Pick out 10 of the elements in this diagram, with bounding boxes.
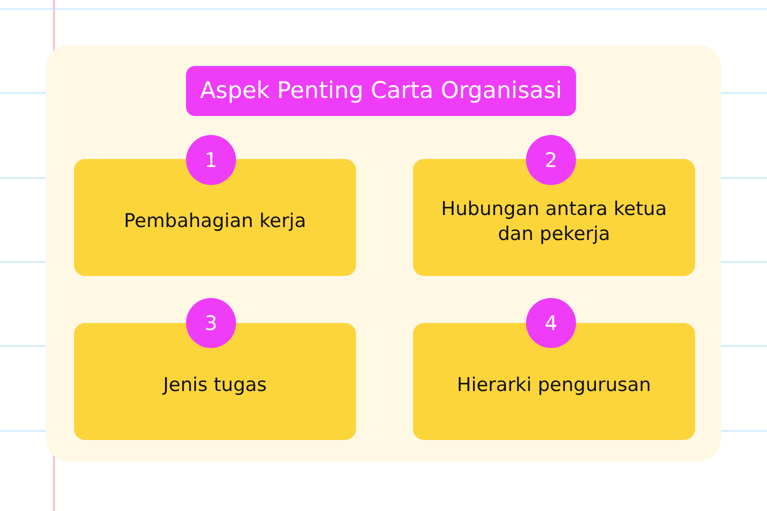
aspect-label: Hubungan antara ketua dan pekerja — [440, 196, 668, 246]
aspect-label: Hierarki pengurusan — [456, 373, 652, 398]
content-panel — [46, 45, 721, 461]
number-badge: 1 — [186, 135, 236, 185]
aspect-label: Pembahagian kerja — [124, 209, 306, 234]
number-badge: 3 — [186, 298, 236, 348]
number-badge: 4 — [526, 298, 576, 348]
aspect-label: Jenis tugas — [163, 373, 267, 398]
title-banner: Aspek Penting Carta Organisasi — [186, 66, 576, 116]
number-badge: 2 — [526, 135, 576, 185]
